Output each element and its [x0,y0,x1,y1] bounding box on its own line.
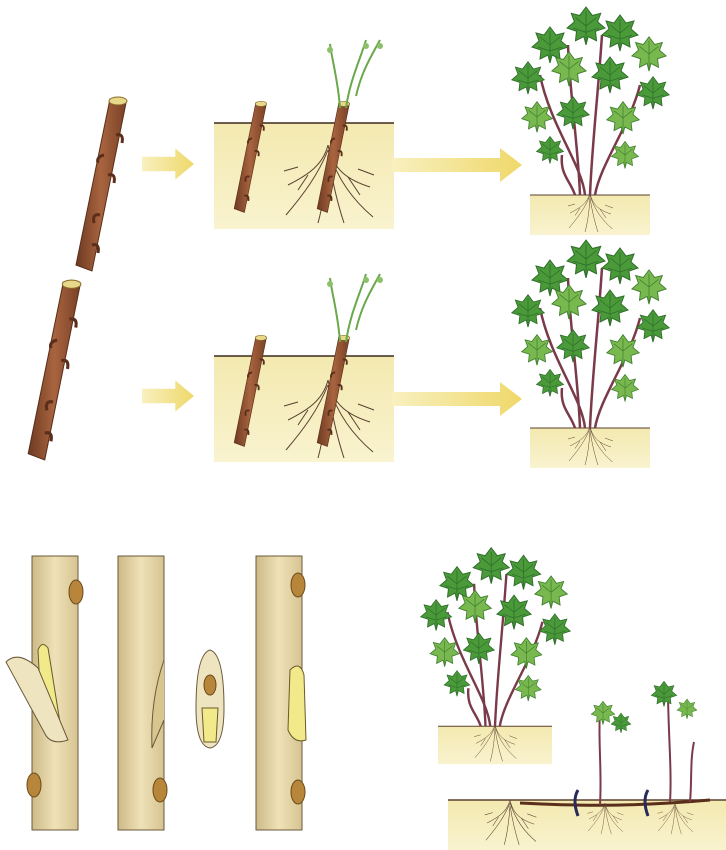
layering-panel [421,548,726,850]
arrow-long-1 [392,148,522,182]
cut-stem-with-bud [6,556,83,830]
cut-stem-slit [118,556,167,830]
cutting-propagation-row-1 [76,7,669,271]
arrow-long-2 [392,382,522,416]
bud-shield [196,650,224,748]
rooted-cutting-illustration [214,40,394,229]
mature-bush-illustration [512,7,669,235]
mature-bush-illustration [512,240,669,468]
inserted-bud [256,556,306,830]
cutting-illustration [28,280,81,460]
cutting-propagation-row-2 [28,240,669,468]
rooted-cutting-illustration [214,274,394,462]
bud-grafting-panel [6,556,306,830]
arrow-small-2 [142,380,194,411]
cutting-illustration [76,97,127,271]
arrow-small-1 [142,148,194,179]
mother-bush-illustration [421,548,571,765]
